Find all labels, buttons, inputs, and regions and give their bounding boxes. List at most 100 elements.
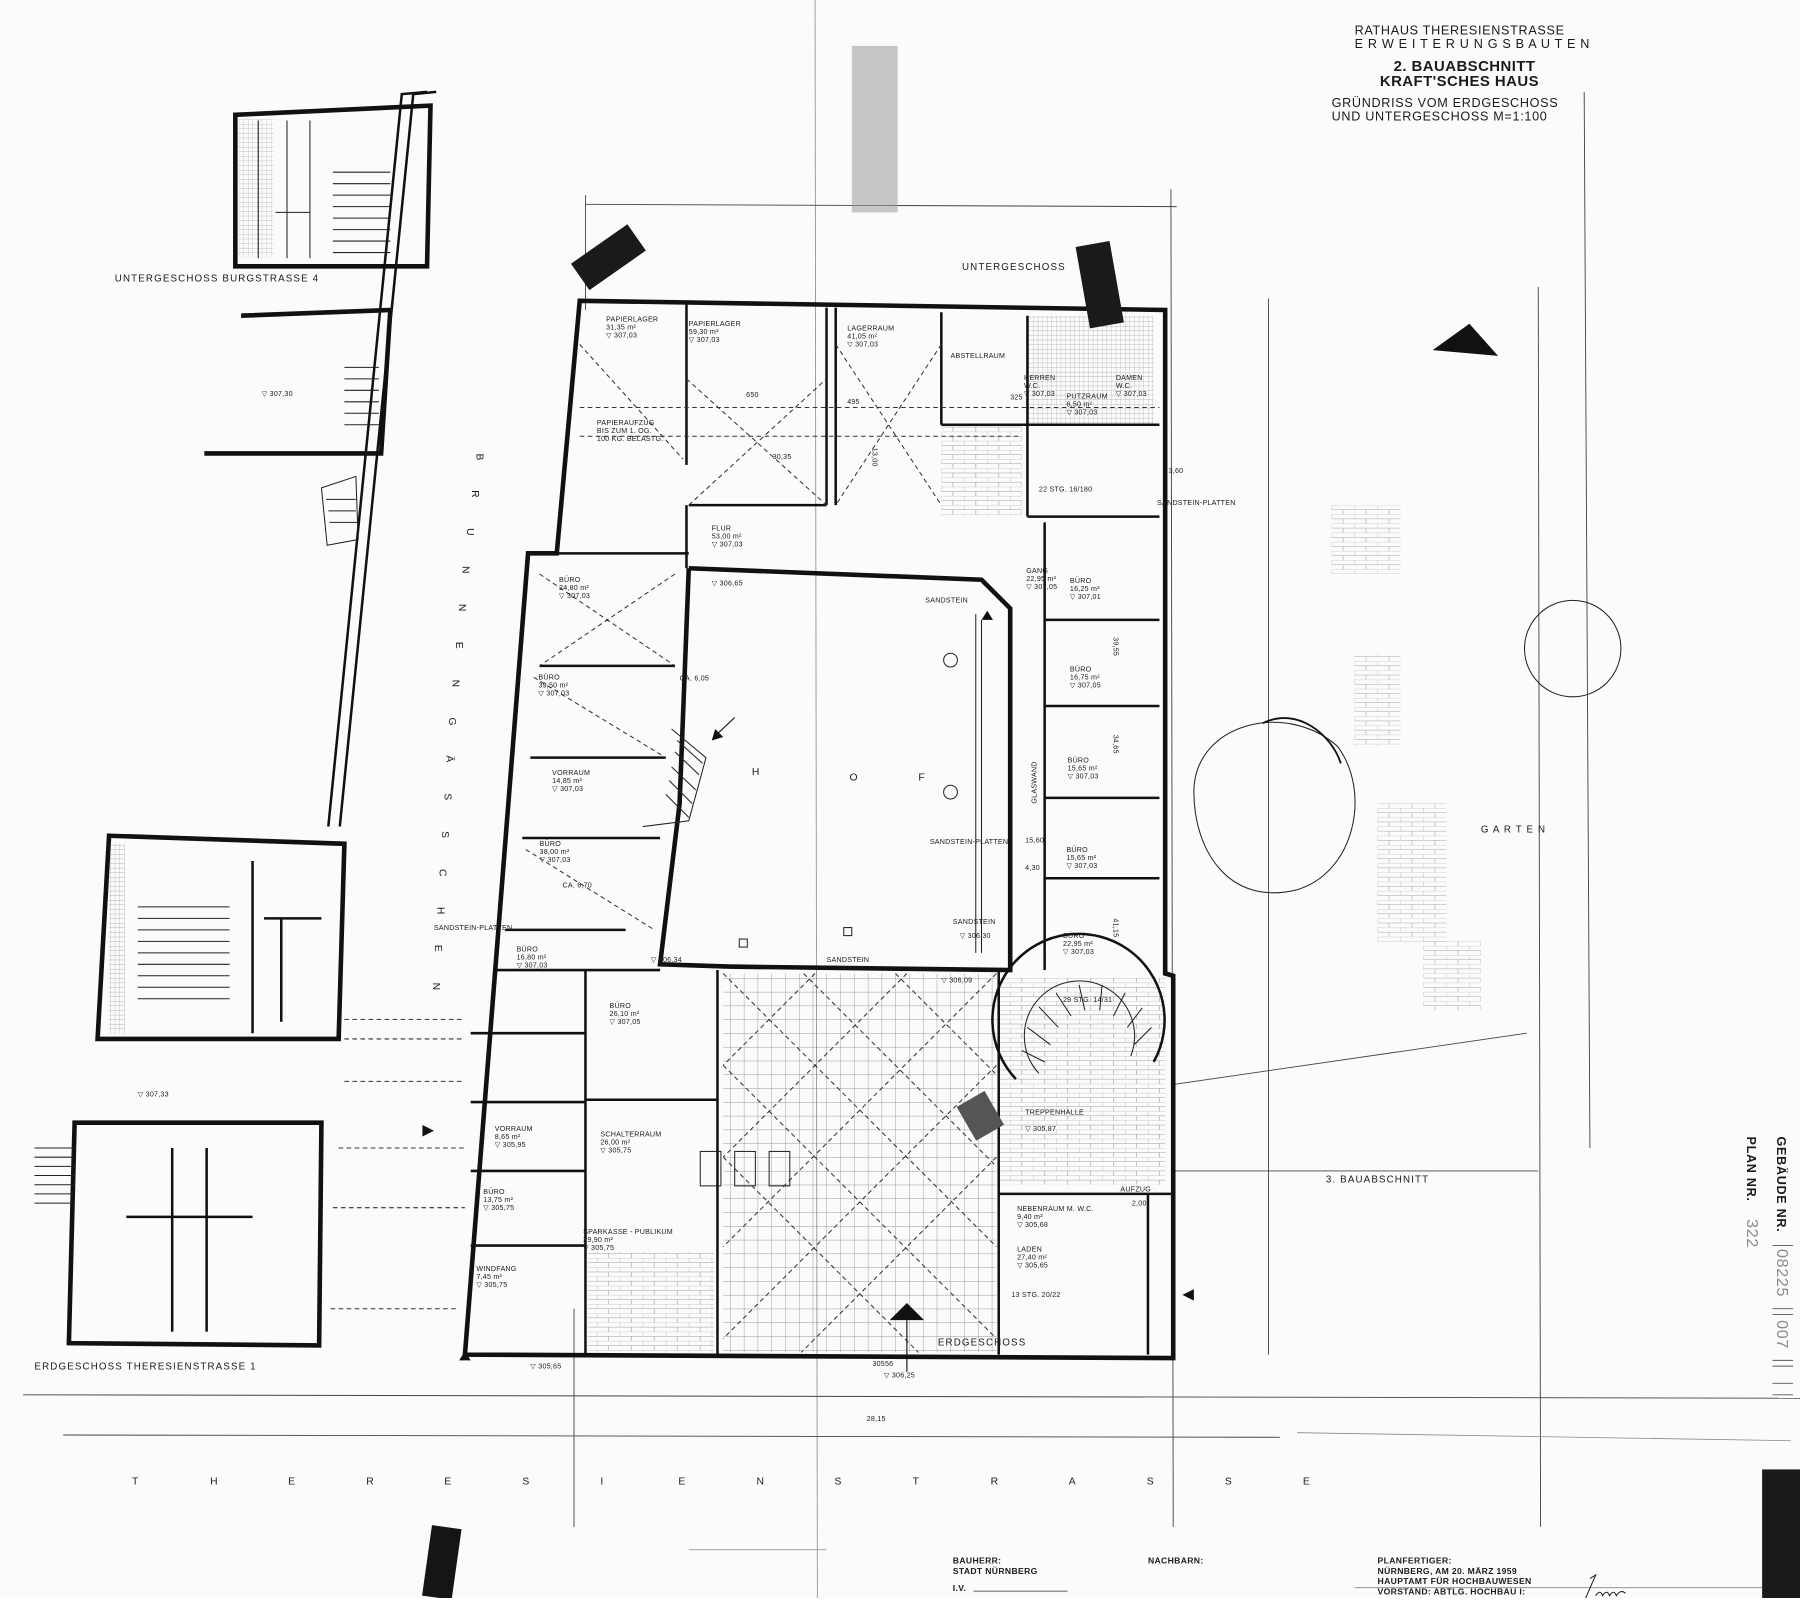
room-area: 39,50 m² bbox=[538, 682, 568, 690]
room-name: BÜRO bbox=[517, 946, 539, 954]
room-level: ▽ 307,03 bbox=[1068, 772, 1099, 780]
title-line-5: GRÜNDRISS VOM ERDGESCHOSS bbox=[1332, 96, 1559, 110]
brunnengasse-letter: C bbox=[437, 869, 448, 878]
arrow-icon bbox=[422, 717, 1194, 1361]
entrance-arrow-icon bbox=[889, 1302, 925, 1372]
street-letter: E bbox=[444, 1476, 452, 1487]
room-area: W.C. bbox=[1024, 382, 1040, 390]
dimension-value: 3,60 bbox=[1169, 467, 1184, 475]
label-bauabschnitt-3: 3. BAUABSCHNITT bbox=[1326, 1174, 1429, 1185]
label-burgstrasse: UNTERGESCHOSS BURGSTRASSE 4 bbox=[115, 273, 319, 284]
room-area: 15,65 m² bbox=[1068, 764, 1098, 772]
dimension-value: 41,15 bbox=[1112, 918, 1120, 937]
brunnengasse-letter: G bbox=[446, 717, 457, 726]
room-level: ▽ 307,03 bbox=[689, 336, 720, 344]
room-area: 31,35 m² bbox=[606, 323, 636, 331]
brunnengasse-letter: U bbox=[464, 528, 475, 537]
hof-letter: F bbox=[918, 773, 925, 784]
street-letter: S bbox=[522, 1476, 530, 1487]
dimension-value: 650 bbox=[746, 391, 759, 399]
level-mark: ▽ 307,30 bbox=[262, 390, 293, 398]
room-level: ▽ 307,03 bbox=[1066, 408, 1097, 416]
room-name: GANG bbox=[1026, 567, 1048, 575]
room-area: 27,40 m² bbox=[1017, 1253, 1047, 1261]
room-level: ▽ 307,03 bbox=[540, 856, 571, 864]
brunnengasse-letter: H bbox=[434, 907, 445, 916]
room-area: 16,75 m² bbox=[1070, 674, 1100, 682]
street-letter: E bbox=[678, 1476, 686, 1487]
gebaeude-label: GEBÄUDE NR. bbox=[1774, 1137, 1789, 1233]
dimension-value: 2,00 bbox=[1132, 1199, 1147, 1207]
footer-block: BAUHERR: STADT NÜRNBERG NACHBARN: I.V. P… bbox=[953, 1556, 1626, 1602]
level-mark: ▽ 306,25 bbox=[884, 1372, 915, 1380]
level-mark: ▽ 306,30 bbox=[960, 932, 991, 940]
dimension-value: CA. 6,05 bbox=[680, 675, 710, 683]
room-level: ▽ 307,01 bbox=[1070, 593, 1101, 601]
room-name: BÜRO bbox=[538, 674, 560, 682]
room-area: 22,95 m² bbox=[1026, 575, 1056, 583]
room-name: DAMEN bbox=[1116, 374, 1143, 382]
brunnengasse-letter: S bbox=[439, 831, 450, 839]
neighbour-theresienstrasse bbox=[34, 833, 465, 1348]
brunnengasse-letter: N bbox=[449, 680, 460, 689]
room-name: BÜRO bbox=[540, 840, 562, 848]
room-area: 38,00 m² bbox=[540, 848, 570, 856]
hof-letter: O bbox=[849, 773, 858, 784]
street-letter: H bbox=[210, 1476, 219, 1487]
room-name: PAPIERLAGER bbox=[606, 315, 658, 323]
brunnengasse-letter: B bbox=[473, 453, 484, 461]
room-area: 7,45 m² bbox=[476, 1273, 502, 1281]
room-area: 6,50 m² bbox=[1066, 400, 1092, 408]
dimension-value: 15,60 bbox=[1025, 837, 1044, 845]
room-name: BÜRO bbox=[559, 576, 581, 584]
brunnengasse-letter: E bbox=[432, 945, 443, 953]
room-name: NEBENRAUM M. W.C. bbox=[1017, 1205, 1094, 1213]
brunnengasse-letter: E bbox=[453, 642, 464, 650]
room-name: VORRAUM bbox=[552, 769, 590, 777]
title-line-3: 2. BAUABSCHNITT bbox=[1394, 58, 1536, 75]
brunnengasse-letter: Ä bbox=[444, 755, 456, 763]
street-letter: S bbox=[1225, 1476, 1233, 1487]
room-area: 13,75 m² bbox=[483, 1196, 513, 1204]
dimension-value: CA. 6,70 bbox=[563, 881, 593, 889]
level-mark: 30556 bbox=[872, 1360, 893, 1368]
room-level: ▽ 307,03 bbox=[606, 332, 637, 340]
brunnengasse-letter: S bbox=[441, 793, 452, 801]
room-name: BÜRO bbox=[1070, 666, 1092, 674]
neighbour-burgstrasse bbox=[204, 90, 437, 827]
garden bbox=[1193, 505, 1622, 1011]
room-level: ▽ 305,75 bbox=[483, 1204, 514, 1212]
north-arrow-icon bbox=[1432, 323, 1499, 356]
room-level: ▽ 307,03 bbox=[1066, 862, 1097, 870]
level-mark: ▽ 306,65 bbox=[712, 579, 743, 587]
room-area: 16,25 m² bbox=[1070, 585, 1100, 593]
bauherr-value: STADT NÜRNBERG bbox=[953, 1566, 1038, 1576]
planfertiger-label: PLANFERTIGER: bbox=[1378, 1556, 1452, 1566]
material-note: SANDSTEIN bbox=[953, 918, 996, 926]
room-level: ▽ 307,05 bbox=[1026, 583, 1057, 591]
material-note: SANDSTEIN-PLATTEN bbox=[434, 924, 512, 932]
material-notes: SANDSTEINSANDSTEINSANDSTEINSANDSTEIN-PLA… bbox=[434, 499, 1235, 964]
room-area: 16,80 m² bbox=[517, 954, 547, 962]
gebaeude-sub: 007 bbox=[1773, 1320, 1791, 1349]
room-area: 26,00 m² bbox=[600, 1139, 630, 1147]
dimension-value: 39,55 bbox=[1112, 637, 1120, 656]
room-level: ▽ 307,03 bbox=[559, 592, 590, 600]
dimension-value: 325 bbox=[1010, 393, 1023, 401]
dimension-value: 13,00 bbox=[870, 448, 878, 467]
room-level: ▽ 307,05 bbox=[610, 1018, 641, 1026]
level-mark: ▽ 307,33 bbox=[138, 1090, 169, 1098]
street-letter: T bbox=[913, 1476, 920, 1487]
street-letter: E bbox=[1303, 1476, 1311, 1487]
archive-stamp: GEBÄUDE NR. 08225 007 PLAN NR. 322 bbox=[1743, 1137, 1794, 1396]
street-letter: N bbox=[757, 1476, 766, 1487]
room-level: ▽ 307,03 bbox=[1063, 948, 1094, 956]
label-garten: G A R T E N bbox=[1481, 824, 1546, 835]
brunnengasse-letter: R bbox=[469, 490, 480, 499]
room-level: ▽ 307,03 bbox=[552, 785, 583, 793]
planfertiger-line-3: VORSTAND: ABTLG. HOCHBAU I: bbox=[1378, 1587, 1526, 1597]
room-level: ▽ 305,95 bbox=[495, 1141, 526, 1149]
room-level: ▽ 307,03 bbox=[1024, 390, 1055, 398]
